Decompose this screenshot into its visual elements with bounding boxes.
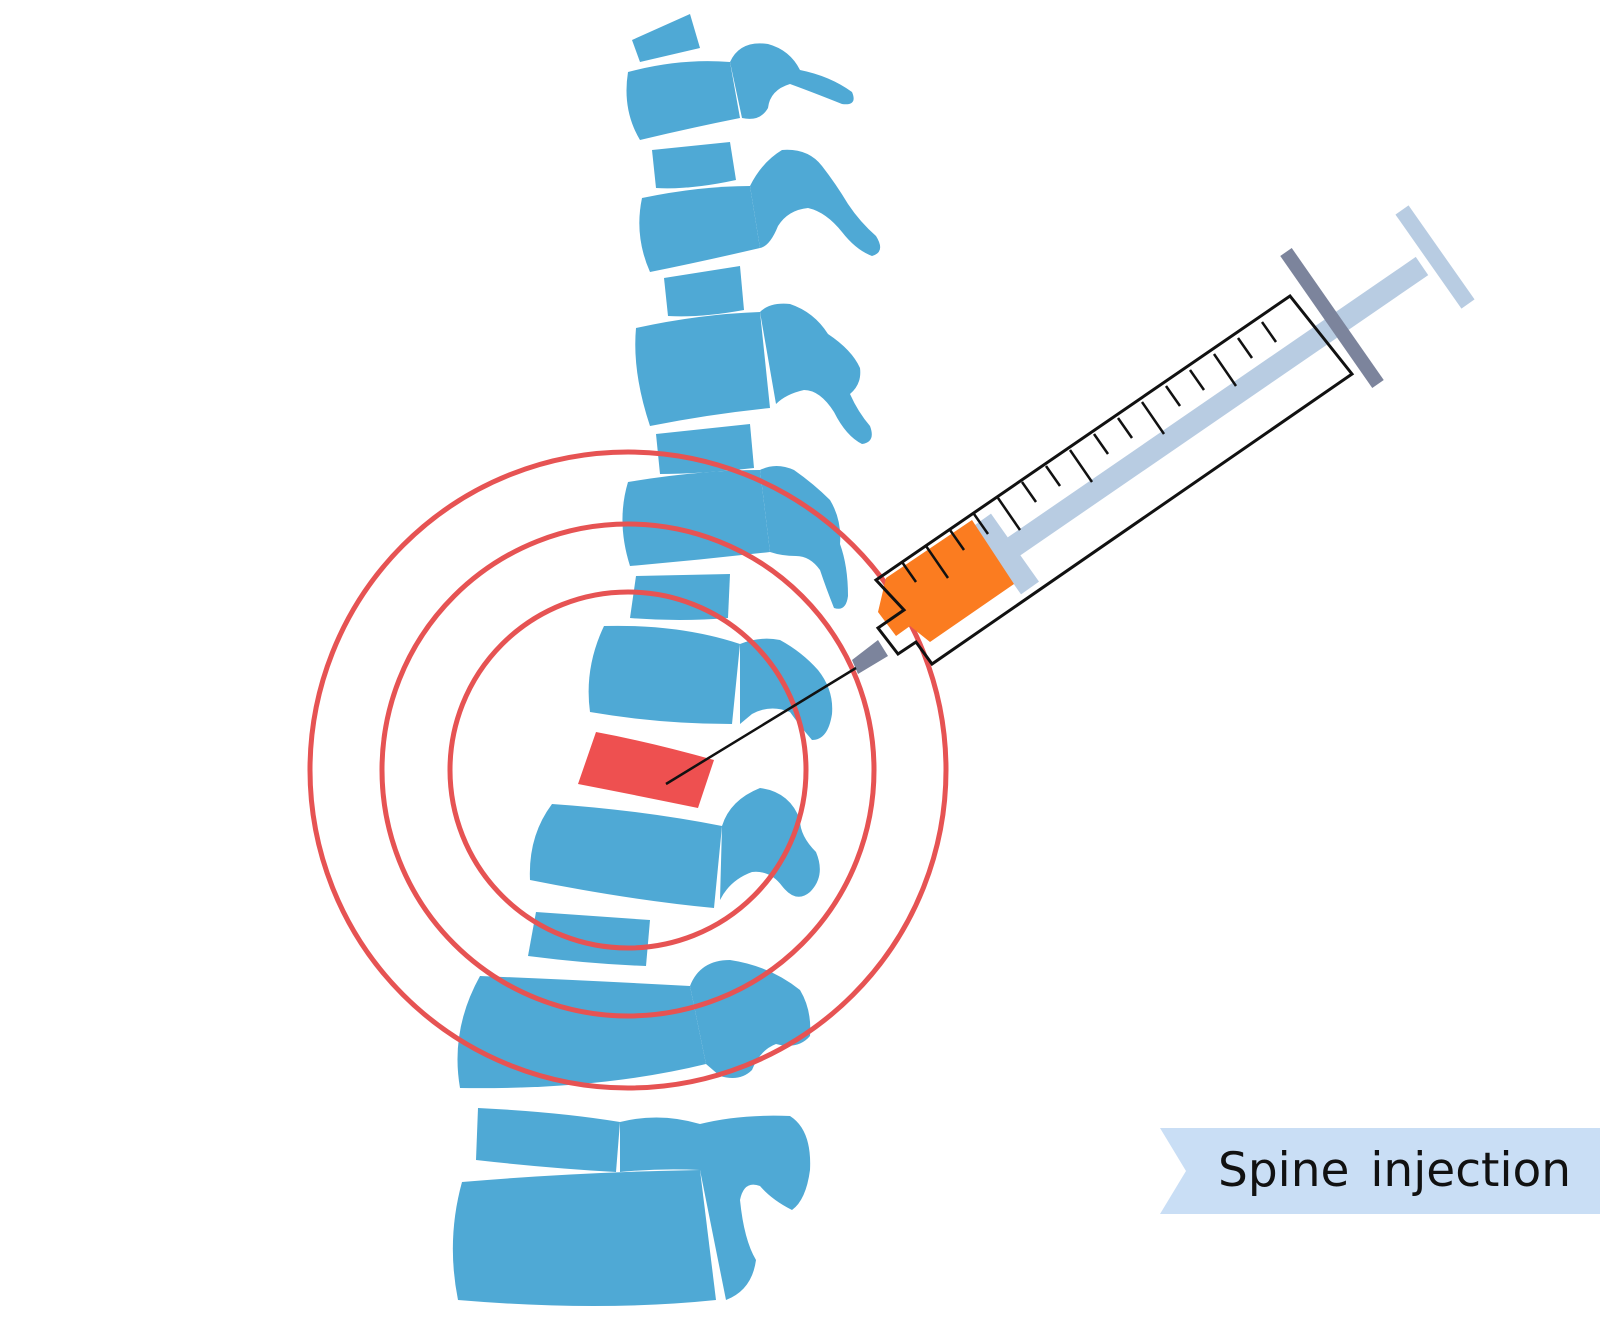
vertebra-8-process [760,466,848,609]
syringe-icon [665,205,1475,786]
syringe-barrel [873,293,1355,667]
vertebra-2-process [730,43,854,119]
syringe-plunger-thumb [1395,205,1475,309]
syringe-finger-flange [1280,247,1384,389]
scale-tick [1044,465,1062,487]
scale-tick [1260,321,1278,343]
vertebra-11-process [720,788,820,900]
vertebra-1-body [632,14,700,62]
vertebra-2-body [626,61,740,140]
pain-ring-outer [307,449,949,1091]
caption-ribbon [1160,1128,1600,1214]
scale-tick [1164,385,1182,407]
scale-tick [924,545,950,579]
caption-label: Spine injection [1218,1143,1572,1198]
scale-tick [1212,353,1238,387]
herniated-disc [578,732,714,808]
scale-tick [1092,433,1110,455]
scale-tick [948,529,966,551]
vertebra-4-process [750,149,881,256]
pain-ring-inner [447,589,809,951]
vertebra-15-process [620,1115,811,1300]
vertebra-10-body [588,625,740,724]
pain-target-rings [307,449,949,1091]
vertebra-3-body [652,142,736,189]
scale-tick [1188,369,1206,391]
scale-tick [1020,481,1038,503]
syringe-plunger-stopper [973,513,1039,595]
syringe-needle [665,666,857,786]
scale-tick [1116,417,1134,439]
syringe-needle-hub [852,640,888,674]
vertebra-3 [639,142,881,272]
pain-ring-middle [379,521,877,1019]
scale-tick [996,497,1022,531]
spine-illustration [452,14,881,1306]
syringe-fluid [878,520,1014,642]
vertebra-8-body [622,470,770,566]
scale-tick [1236,337,1254,359]
vertebra-1 [626,14,854,140]
vertebra-13-process [690,960,811,1078]
vertebra-14 [452,1108,811,1306]
vertebra-11 [529,788,820,908]
vertebra-13-body [457,976,706,1089]
vertebra-12 [457,912,811,1089]
scale-tick [1140,401,1166,435]
vertebra-7 [622,424,848,609]
syringe-plunger-rod [993,256,1429,566]
scale-tick [900,561,918,583]
vertebra-12-body [528,912,650,966]
scale-tick [972,513,990,535]
vertebra-4-body [639,186,760,272]
vertebra-5-body [664,266,744,317]
vertebra-6-process [760,303,872,444]
vertebra-15-body [452,1170,716,1306]
vertebra-11-body [529,804,722,908]
vertebra-7-body [656,424,754,474]
vertebra-14-body [476,1108,620,1172]
vertebra-5 [635,266,872,444]
syringe-scale [900,321,1278,583]
vertebra-6-body [635,312,770,426]
scale-tick [1068,449,1094,483]
